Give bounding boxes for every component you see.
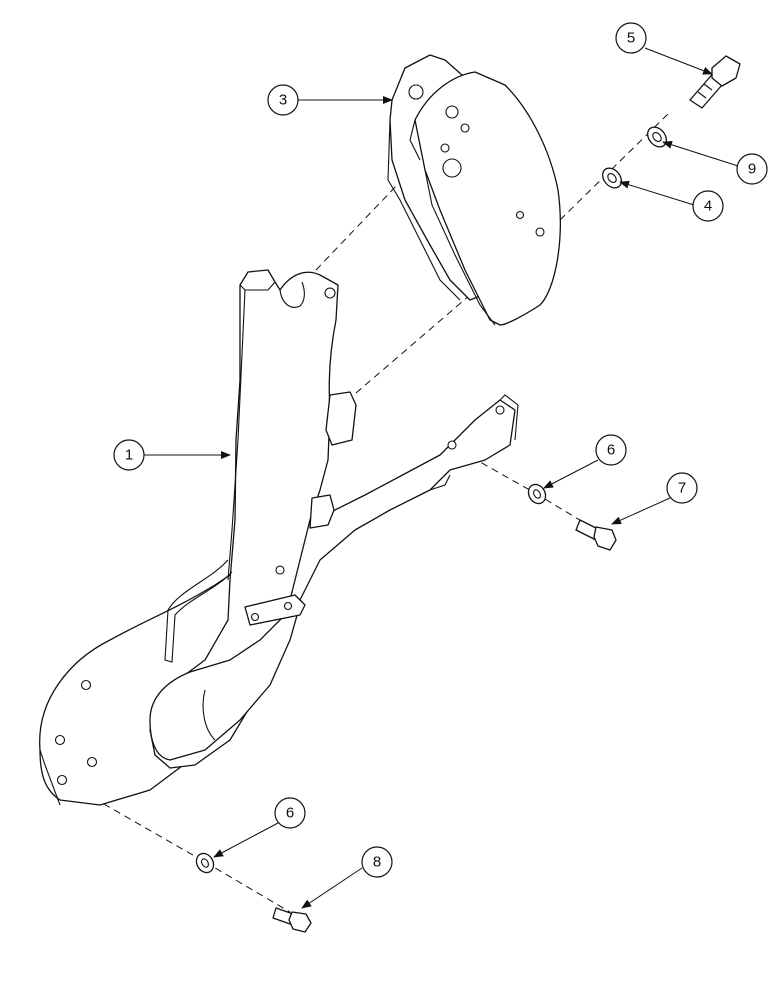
callout-6-lower-label: 6 xyxy=(286,805,294,822)
callout-9-label: 9 xyxy=(748,161,756,178)
part-6-washer-lower xyxy=(195,852,215,874)
part-8-cap-screw xyxy=(272,907,312,933)
callout-4-label: 4 xyxy=(704,198,712,215)
callout-5-label: 5 xyxy=(627,30,635,47)
callout-5: 5 xyxy=(615,22,647,54)
callout-6-upper-label: 6 xyxy=(607,442,615,459)
callout-3-label: 3 xyxy=(279,92,287,109)
callout-1-label: 1 xyxy=(125,447,133,464)
callout-8-label: 8 xyxy=(373,854,381,871)
part-6-washer-upper xyxy=(527,483,547,505)
callout-4: 4 xyxy=(692,190,724,222)
part-4-washer xyxy=(601,167,623,189)
callout-8: 8 xyxy=(361,846,393,878)
callout-7: 7 xyxy=(666,472,698,504)
callout-9: 9 xyxy=(736,153,768,185)
part-9-lock-washer xyxy=(646,126,668,148)
callout-leaders xyxy=(144,47,739,909)
part-3-upper-bracket xyxy=(387,54,561,326)
callout-1: 1 xyxy=(113,439,145,471)
callout-6-upper: 6 xyxy=(595,434,627,466)
part-7-cap-screw xyxy=(575,519,617,551)
callout-3: 3 xyxy=(267,84,299,116)
part-1-main-bracket xyxy=(39,269,519,806)
callout-6-lower: 6 xyxy=(274,797,306,829)
part-5-bolt xyxy=(689,55,741,109)
callout-7-label: 7 xyxy=(678,480,686,497)
